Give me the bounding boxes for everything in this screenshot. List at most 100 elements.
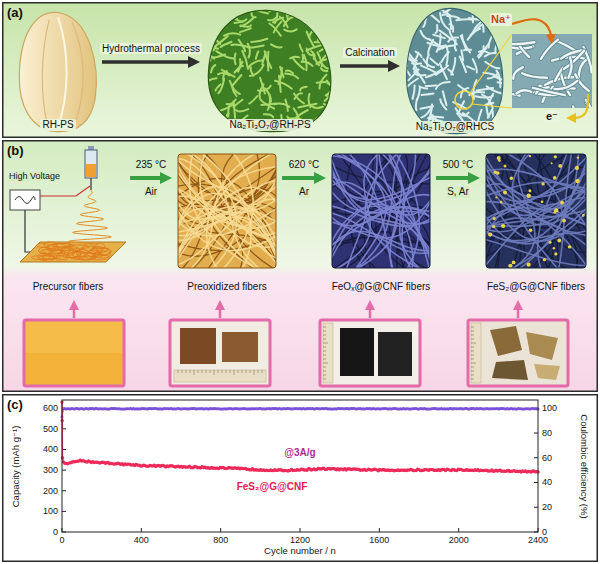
fiber — [190, 154, 257, 268]
network-strand — [491, 30, 499, 34]
network-strand — [202, 102, 213, 112]
nanosheet — [569, 57, 572, 78]
sulfide-dot — [543, 258, 546, 261]
husk-body — [407, 8, 503, 133]
ruler-tick — [323, 379, 326, 380]
ruler-tick — [471, 375, 474, 376]
husk-body — [208, 10, 331, 131]
film-fragment — [534, 364, 560, 380]
network-strand — [220, 105, 233, 111]
electron-label: e⁻ — [545, 110, 559, 123]
ruler-tick — [323, 367, 326, 368]
network-strand — [304, 55, 307, 70]
process-arrow — [102, 60, 192, 64]
sulfide-dot — [488, 233, 492, 237]
network-strand — [413, 86, 415, 99]
network-strand — [224, 33, 240, 36]
step-condition-label: 235 °C — [134, 159, 169, 171]
stage-label: Na₂Ti₃O₇@RHCS — [414, 121, 496, 133]
network-strand — [406, 79, 418, 88]
network-strand — [331, 5, 344, 14]
fiber — [486, 169, 586, 194]
fiber — [178, 161, 276, 257]
stage-label: FeS₂@G@CNF fibers — [485, 281, 587, 293]
fiber — [178, 167, 276, 257]
ruler-tick — [218, 370, 219, 373]
film-fragment — [526, 332, 558, 360]
coated-husk-stage: Na₂Ti₃O₇@RH-PS — [200, 8, 340, 134]
network-strand — [320, 127, 326, 132]
syringe-solution — [86, 164, 96, 177]
husk-ridge — [58, 17, 67, 126]
sulfide-dot — [494, 171, 498, 175]
network-strand — [436, 66, 448, 75]
ruler-tick — [250, 370, 251, 373]
fiber-mat — [486, 154, 586, 268]
fiber — [332, 213, 430, 253]
step-condition-label: 500 °C — [441, 159, 476, 171]
network-strand — [194, 130, 206, 132]
sulfide-dot — [503, 191, 507, 195]
nanosheet — [555, 68, 563, 81]
network-strand — [251, 67, 254, 75]
ruler-tick — [182, 370, 183, 373]
ruler — [471, 323, 481, 383]
network-strand — [340, 58, 349, 63]
network-strand — [446, 46, 447, 65]
fiber — [486, 202, 586, 268]
axis-tick — [62, 511, 66, 512]
nanosheet — [555, 81, 578, 89]
panel-letter: (b) — [2, 140, 24, 158]
ruler-tick — [471, 359, 474, 360]
network-strand — [509, 113, 513, 119]
network-strand — [260, 99, 274, 109]
film-piece — [378, 332, 412, 376]
network-strand — [336, 26, 346, 41]
network-strand — [326, 86, 339, 95]
nanosheet — [569, 57, 572, 78]
sulfide-dot — [554, 208, 558, 212]
axis-title: Coulombic efficiency (%) — [578, 414, 589, 518]
ruler-tick — [323, 371, 326, 372]
ruler-tick — [186, 370, 187, 373]
network-strand — [274, 103, 289, 106]
ruler-tick — [210, 370, 211, 373]
ruler-tick — [323, 351, 326, 352]
network-strand — [405, 106, 411, 122]
sulfide-dot — [553, 176, 557, 180]
process-arrow — [130, 176, 164, 180]
ruler-tick — [471, 363, 476, 364]
stage-label: FeOₓ@G@CNF fibers — [330, 281, 433, 293]
ruler-tick — [242, 370, 243, 373]
ruler-tick — [254, 370, 255, 375]
network-strand — [203, 78, 217, 85]
process-arrow — [340, 64, 392, 68]
fiber-mat-stage: Preoxidized fibers — [172, 146, 282, 296]
network-strand — [264, 114, 273, 117]
network-strand — [327, 86, 336, 96]
network-strand — [448, 37, 458, 41]
ruler-tick — [323, 327, 326, 328]
syringe-needle — [90, 178, 92, 190]
ruler-tick — [262, 370, 263, 373]
axis-tick-label: 100 — [542, 403, 557, 413]
network-strand — [195, 92, 205, 94]
ruler-tick — [234, 370, 235, 375]
network-strand — [242, 51, 248, 69]
stage-illustration — [14, 10, 102, 134]
zoom-leader — [470, 34, 512, 93]
ruler-tick — [471, 355, 474, 356]
ruler-tick — [258, 370, 259, 373]
ruler — [323, 323, 333, 383]
axis-tick-label: 0 — [53, 527, 58, 537]
network-strand — [402, 42, 409, 52]
network-strand — [302, 54, 303, 62]
sulfide-dot — [501, 224, 505, 228]
network-strand — [198, 17, 202, 25]
network-strand — [421, 31, 430, 40]
nanosheet — [522, 73, 547, 78]
network-strand — [268, 95, 270, 110]
husk-outline — [208, 10, 331, 131]
network-strand — [285, 74, 298, 79]
ruler-tick — [323, 343, 328, 344]
